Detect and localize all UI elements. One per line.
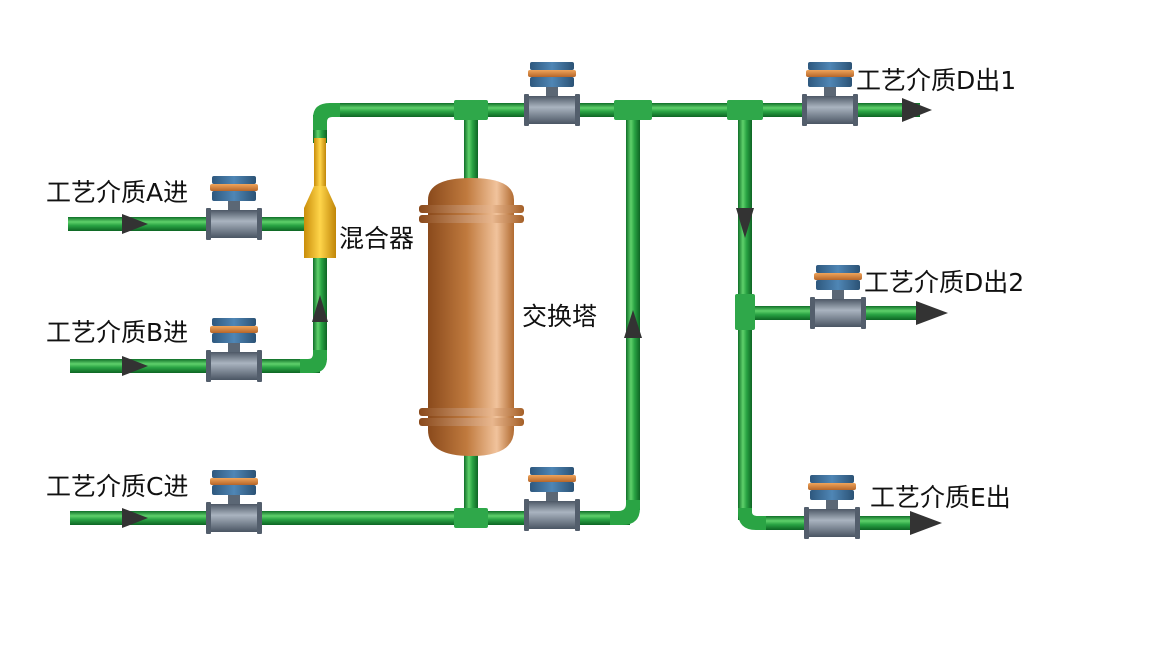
flow-arrow-outlet-d2 — [916, 301, 948, 325]
label-inlet-b: 工艺介质B进 — [46, 318, 189, 347]
label-inlet-c: 工艺介质C进 — [46, 472, 189, 501]
elbow-top-left — [313, 103, 340, 130]
flow-arrow-outlet-d1 — [902, 98, 932, 122]
elbow-bottom-b — [300, 350, 327, 373]
label-exchange-tower: 交换塔 — [522, 302, 598, 331]
tee-top-tower — [454, 100, 488, 120]
flow-meter-top — [524, 62, 580, 126]
flow-arrow-b — [122, 356, 148, 376]
flow-meter-e — [804, 475, 860, 539]
label-inlet-a: 工艺介质A进 — [46, 178, 189, 207]
label-mixer: 混合器 — [339, 224, 415, 253]
flow-arrow-a — [122, 214, 148, 234]
flow-meter-a — [206, 176, 262, 240]
tee-bottom-tower — [454, 508, 488, 528]
flow-arrow-branch-down — [736, 208, 754, 238]
flow-arrow-c — [122, 508, 148, 528]
flow-meter-d1 — [802, 62, 858, 126]
flow-meter-c — [206, 470, 262, 534]
label-outlet-e: 工艺介质E出 — [870, 483, 1011, 512]
flow-meter-bottom — [524, 467, 580, 531]
label-outlet-d1: 工艺介质D出1 — [856, 66, 1017, 95]
mixer-vessel — [304, 138, 336, 258]
flow-arrow-riser-b — [312, 295, 328, 322]
pipe-tower-top — [464, 110, 478, 185]
exchange-tower — [419, 178, 524, 456]
flow-arrow-outlet-e — [910, 511, 942, 535]
pipe-inlet-b — [70, 359, 320, 373]
flow-meter-b — [206, 318, 262, 382]
flow-arrow-return-up — [624, 310, 642, 338]
tee-d2 — [735, 294, 755, 330]
elbow-bottom-return — [610, 500, 640, 525]
pipe-tower-bottom — [464, 450, 478, 515]
tee-top-return — [614, 100, 652, 120]
label-outlet-d2: 工艺介质D出2 — [864, 268, 1025, 297]
flow-meter-d2 — [810, 265, 866, 329]
elbow-bottom-e — [738, 508, 766, 530]
tee-top-branch — [727, 100, 763, 120]
pipe-inlet-a — [68, 217, 312, 231]
